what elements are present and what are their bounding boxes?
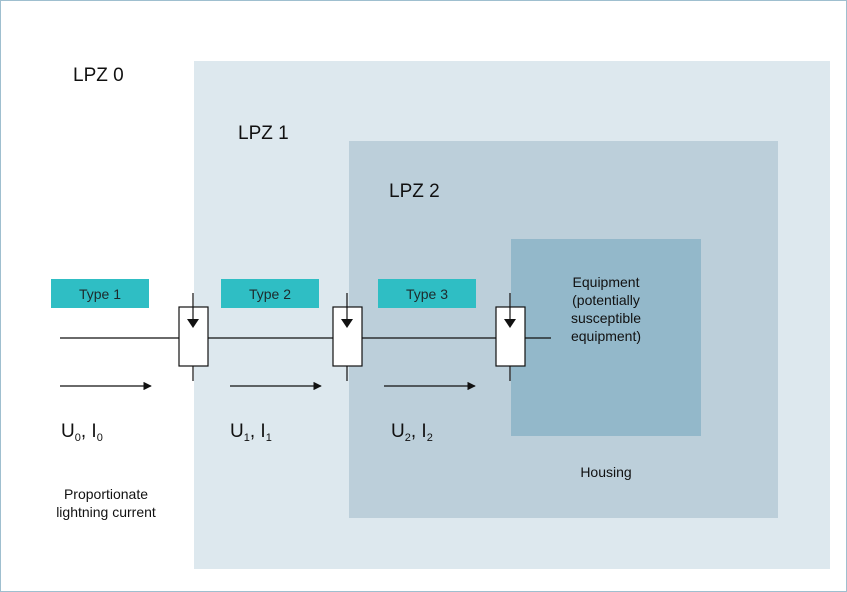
type-1-badge: Type 1 (51, 279, 149, 308)
spd-3-symbol (495, 293, 526, 381)
equipment-line-1: Equipment (572, 274, 640, 290)
equipment-line-3: susceptible (570, 310, 642, 326)
footnote-line-2: lightning current (56, 504, 156, 520)
footnote-line-1: Proportionate (63, 486, 149, 502)
housing-label: Housing (580, 464, 632, 480)
spd-2-symbol (332, 293, 363, 381)
current-label-0: U0, I0 (61, 421, 103, 444)
label-lpz2: LPZ 2 (389, 181, 440, 202)
current-label-1: U1, I1 (230, 421, 272, 444)
equipment-line-2: (potentially (572, 292, 640, 308)
type-3-badge: Type 3 (378, 279, 476, 308)
label-lpz1: LPZ 1 (238, 123, 289, 144)
equipment-label: Equipment (potentially susceptible equip… (526, 273, 686, 345)
proportionate-current-label: Proportionate lightning current (31, 485, 181, 521)
equipment-line-4: equipment) (570, 328, 642, 344)
spd-1-symbol (178, 293, 209, 381)
type-2-badge: Type 2 (221, 279, 319, 308)
current-label-2: U2, I2 (391, 421, 433, 444)
label-lpz0: LPZ 0 (73, 65, 124, 86)
